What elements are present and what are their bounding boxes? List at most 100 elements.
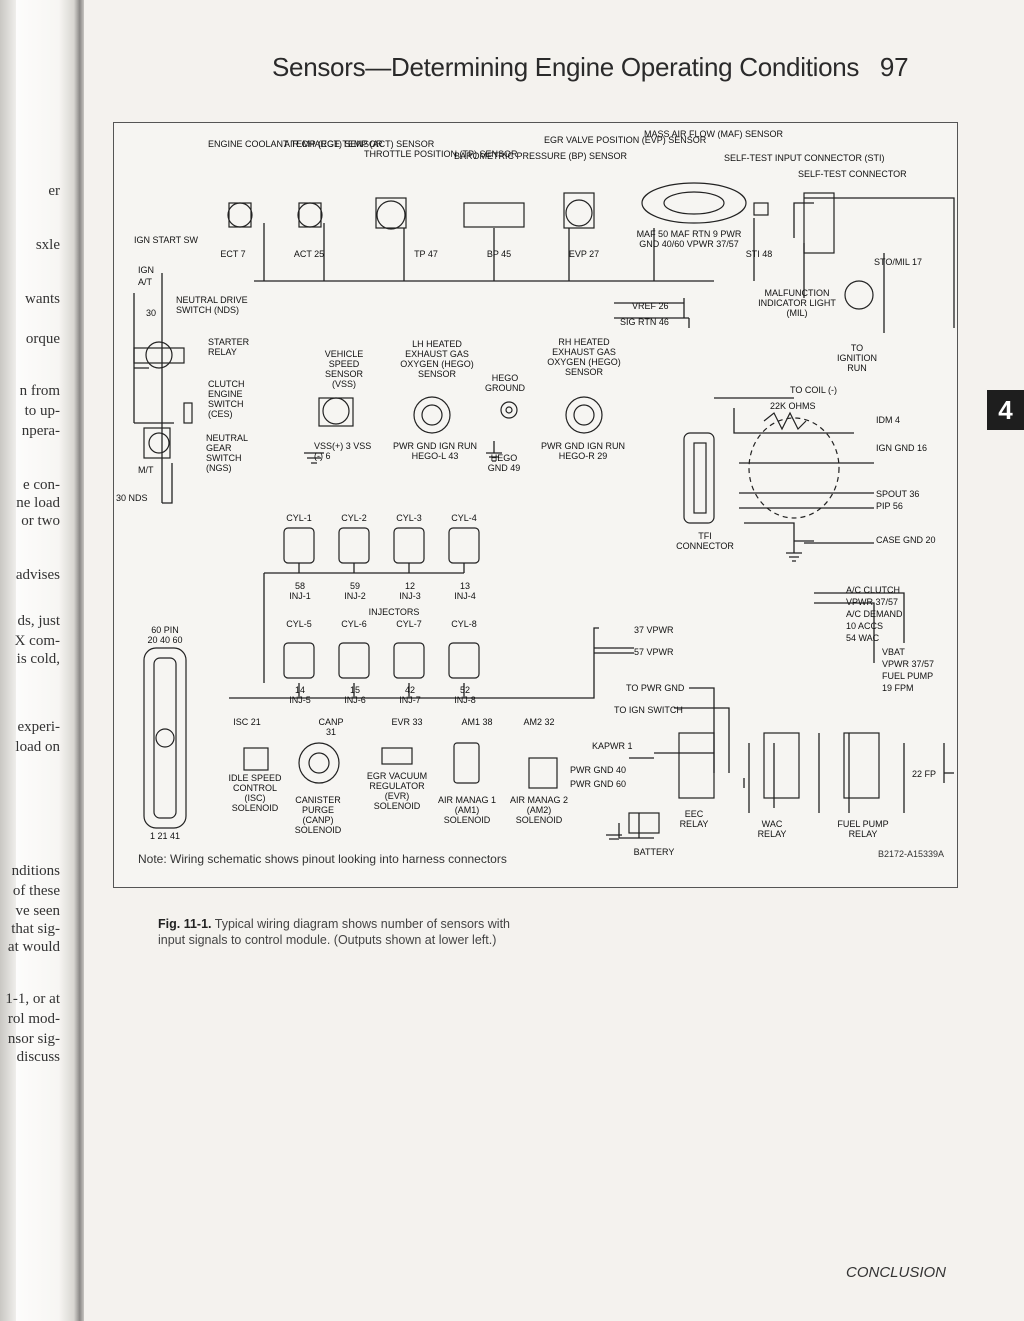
- cyl-1-label: CYL-1: [286, 513, 312, 523]
- isc-label: IDLE SPEED CONTROL (ISC) SOLENOID: [228, 773, 282, 813]
- facing-page-text: that sig-: [11, 921, 60, 937]
- mt-label: M/T: [138, 465, 154, 475]
- page-footer: CONCLUSION: [846, 1264, 947, 1281]
- facing-page-text: X com-: [14, 633, 60, 649]
- cyl-8-label: CYL-8: [451, 619, 477, 629]
- lh-hego-pins: PWR GND IGN RUN HEGO-L 43: [393, 441, 477, 461]
- canp-label: CANISTER PURGE (CANP) SOLENOID: [294, 795, 342, 835]
- vss-pins: VSS(+) 3 VSS (-) 6: [314, 441, 372, 461]
- connector-bottom-pins: 1 21 41: [149, 831, 181, 841]
- facing-page-text: nditions: [11, 863, 60, 879]
- header-title: Sensors—Determining Engine Operating Con…: [272, 52, 860, 82]
- inj-3-pin: 12 INJ-3: [399, 581, 421, 601]
- nds-label: NEUTRAL DRIVE SWITCH (NDS): [176, 295, 248, 315]
- facing-page-text: orque: [25, 331, 60, 347]
- self-test-connector-label: SELF-TEST CONNECTOR: [798, 169, 907, 179]
- facing-page-text: sxle: [35, 237, 60, 253]
- cyl-4-label: CYL-4: [451, 513, 477, 523]
- tfi-coil-label: TO COIL (-): [790, 385, 837, 395]
- wac-label: 54 WAC: [846, 633, 880, 643]
- tfi-ign-gnd-label: IGN GND 16: [876, 443, 928, 453]
- page-header: Sensors—Determining Engine Operating Con…: [272, 52, 909, 83]
- bp-sensor-label: BAROMETRIC PRESSURE (BP) SENSOR: [454, 151, 628, 161]
- canp-pin: CANP 31: [318, 717, 344, 737]
- wac-relay-label: WAC RELAY: [757, 819, 787, 839]
- rh-hego-label: RH HEATED EXHAUST GAS OXYGEN (HEGO) SENS…: [547, 337, 621, 377]
- fp-22-label: 22 FP: [912, 769, 937, 779]
- cyl-7-label: CYL-7: [396, 619, 422, 629]
- connector-title: 60 PIN: [151, 625, 179, 635]
- isc-pin: ISC 21: [233, 717, 261, 727]
- facing-page-text: is cold,: [16, 651, 60, 667]
- connector-top-pins: 20 40 60: [147, 635, 183, 645]
- ect-pin-label: ECT 7: [220, 249, 246, 259]
- accs-label: 10 ACCS: [846, 621, 884, 631]
- nds-30-label: 30 NDS: [116, 493, 148, 503]
- ac-clutch-label: A/C CLUTCH: [846, 585, 901, 595]
- tfi-case-gnd-label: CASE GND 20: [876, 535, 936, 545]
- chapter-tab: 4: [987, 390, 1024, 430]
- ect-sensor-label: ENGINE COOLANT TEMP (ECT) SENSOR: [208, 139, 383, 149]
- vbat-label: VBAT: [882, 647, 905, 657]
- diagram-note: Note: Wiring schematic shows pinout look…: [138, 852, 507, 866]
- facing-page-text: to up-: [24, 403, 60, 419]
- figure-caption: Fig. 11-1. Typical wiring diagram shows …: [158, 916, 518, 948]
- caption-label: Fig. 11-1.: [158, 917, 212, 931]
- tfi-spout-label: SPOUT 36: [876, 489, 920, 499]
- mil-label: MALFUNCTION INDICATOR LIGHT (MIL): [758, 288, 836, 318]
- ces-label: CLUTCH ENGINE SWITCH (CES): [208, 379, 245, 419]
- evr-label: EGR VACUUM REGULATOR (EVR) SOLENOID: [366, 771, 428, 811]
- to-pwr-gnd-label: TO PWR GND: [626, 683, 685, 693]
- facing-page-text: advises: [15, 567, 60, 583]
- evp-pin-label: EVP 27: [568, 249, 600, 259]
- cyl-5-label: CYL-5: [286, 619, 312, 629]
- tfi-idm-label: IDM 4: [876, 415, 901, 425]
- ign-start-switch-label: IGN START SW: [134, 235, 199, 245]
- cyl-2-label: CYL-2: [341, 513, 367, 523]
- inj-8-pin: 52 INJ-8: [454, 685, 476, 705]
- sig-rtn-label: SIG RTN 46: [620, 317, 669, 327]
- act-pin-label: ACT 25: [293, 249, 325, 259]
- facing-page-text: load on: [15, 739, 60, 755]
- am1-pin: AM1 38: [461, 717, 493, 727]
- page-number: 97: [879, 52, 909, 82]
- tfi-pip-label: PIP 56: [876, 501, 903, 511]
- cyl-6-label: CYL-6: [341, 619, 367, 629]
- facing-page-text: npera-: [21, 423, 60, 439]
- facing-page-text: rol mod-: [7, 1011, 60, 1027]
- ignition-run-label: TO IGNITION RUN: [837, 343, 877, 373]
- facing-page-text: discuss: [16, 1049, 60, 1065]
- vpwr-57-label: 57 VPWR: [634, 647, 674, 657]
- starter-relay-label: STARTER RELAY: [208, 337, 250, 357]
- am2-pin: AM2 32: [523, 717, 555, 727]
- evp-sensor-label: EGR VALVE POSITION (EVP) SENSOR: [544, 135, 707, 145]
- facing-page-text: or two: [21, 513, 60, 529]
- bp-pin-label: BP 45: [486, 249, 512, 259]
- wiring-diagram: ENGINE COOLANT TEMP (ECT) SENSOR ECT 7 A…: [113, 122, 958, 888]
- am1-label: AIR MANAG 1 (AM1) SOLENOID: [437, 795, 496, 825]
- maf-pin-label: MAF 50 MAF RTN 9 PWR GND 40/60 VPWR 37/5…: [636, 229, 742, 249]
- tfi-resistor-label: 22K OHMS: [770, 401, 816, 411]
- caption-text: Typical wiring diagram shows number of s…: [158, 917, 511, 947]
- inj-2-pin: 59 INJ-2: [344, 581, 366, 601]
- at-label: A/T: [138, 277, 153, 287]
- wiring-lines: [133, 182, 955, 840]
- inj-1-pin: 58 INJ-1: [289, 581, 311, 601]
- facing-page-text: er: [48, 183, 60, 199]
- inj-7-pin: 42 INJ-7: [399, 685, 421, 705]
- ac-demand-label: A/C DEMAND: [846, 609, 903, 619]
- maf-sensor-label: MASS AIR FLOW (MAF) SENSOR: [644, 129, 784, 139]
- facing-page-text: at would: [7, 939, 60, 955]
- act-sensor-label: AIR CHARGE TEMP (ACT) SENSOR: [284, 139, 435, 149]
- ngs-label: NEUTRAL GEAR SWITCH (NGS): [206, 433, 248, 473]
- fuel-pump-label: FUEL PUMP: [882, 671, 934, 681]
- vref-label: VREF 26: [632, 301, 669, 311]
- pin-30-label: 30: [146, 308, 157, 318]
- inj-6-pin: 15 INJ-6: [344, 685, 366, 705]
- facing-page-text: ve seen: [15, 903, 60, 919]
- facing-page-text: ds, just: [17, 613, 60, 629]
- facing-page-text: 1-1, or at: [5, 991, 60, 1007]
- facing-page-text: n from: [19, 383, 60, 399]
- sto-mil-label: STO/MIL 17: [874, 257, 923, 267]
- to-ign-switch-label: TO IGN SWITCH: [614, 705, 683, 715]
